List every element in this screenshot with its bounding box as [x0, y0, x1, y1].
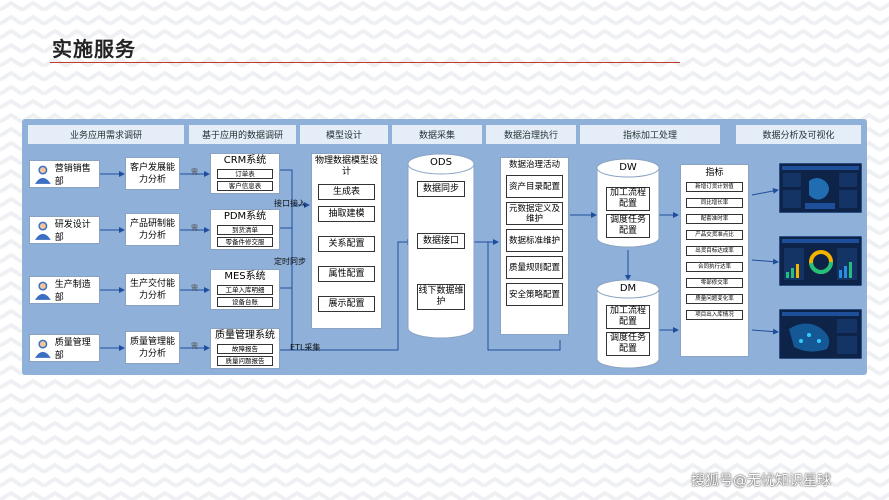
metric-item: 产品交货准点比 — [686, 230, 743, 240]
model-step: 关系配置 — [318, 236, 375, 252]
system-name: 质量管理系统 — [215, 330, 275, 341]
metric-item: 合同执行达率 — [686, 262, 743, 272]
department-rnd: 研发设计部 — [29, 216, 100, 244]
system-table: 订单表 — [217, 169, 273, 179]
governance-step: 安全策略配置 — [506, 283, 563, 306]
metric-item: 出货目标达成率 — [686, 246, 743, 256]
dw-item: 调度任务配置 — [606, 214, 650, 238]
system-pdm: PDM系统 到货清单 零备件修交服 — [210, 209, 280, 250]
capability-quality: 质量管理能力分析 — [125, 331, 180, 364]
dw-item: 加工流程配置 — [606, 187, 650, 211]
governance-step: 元数据定义及维护 — [506, 202, 563, 225]
column-header-1: 业务应用需求调研 — [28, 125, 184, 144]
department-label: 研发设计部 — [54, 220, 91, 243]
system-table: 客户信息表 — [217, 181, 273, 191]
column-header-2: 基于应用的数据调研 — [189, 125, 296, 144]
department-manufacturing: 生产制造部 — [29, 276, 100, 304]
user-icon — [34, 339, 51, 358]
system-table: 工单入库明细 — [217, 285, 273, 295]
capability-delivery: 生产交付能力分析 — [125, 273, 180, 306]
label-api: 接口接入 — [274, 199, 306, 208]
metric-item: 零部修交率 — [686, 278, 743, 288]
system-table: 零备件修交服 — [217, 237, 273, 247]
system-name: CRM系统 — [223, 155, 267, 166]
model-design-box: 物理数据模型设计 生成表 抽取建模 关系配置 属性配置 展示配置 — [311, 153, 382, 329]
model-step: 展示配置 — [318, 296, 375, 312]
dm-item: 加工流程配置 — [606, 305, 650, 329]
watermark: 搜狐号@无忧知识星球 — [691, 473, 831, 489]
system-crm: CRM系统 订单表 客户信息表 — [210, 153, 280, 194]
user-icon — [34, 221, 51, 240]
system-table: 故障报告 — [217, 344, 273, 354]
capability-customer: 客户发展能力分析 — [125, 157, 180, 190]
dashboard-thumbnail-3 — [779, 309, 862, 359]
dm-label: DM — [619, 283, 637, 294]
system-name: PDM系统 — [223, 211, 267, 222]
dm-item: 调度任务配置 — [606, 332, 650, 356]
capability-product: 产品研制能力分析 — [125, 213, 180, 246]
department-marketing: 营销销售部 — [29, 160, 100, 188]
model-step: 抽取建模 — [318, 206, 375, 222]
metric-item: 新增订货计划值 — [686, 182, 743, 192]
ods-item: 数据接口 — [417, 233, 465, 249]
model-step: 生成表 — [318, 184, 375, 200]
column-header-5: 数据治理执行 — [486, 125, 576, 144]
column-header-7: 数据分析及可视化 — [736, 125, 861, 144]
governance-step: 资产目录配置 — [506, 175, 563, 198]
label-etl: ETL采集 — [290, 343, 321, 352]
ods-item: 线下数据维护 — [417, 284, 465, 310]
tag-char: 需 — [191, 168, 198, 176]
column-header-3: 模型设计 — [300, 125, 388, 144]
metric-item: 配套准时率 — [686, 214, 743, 224]
ods-item: 数据同步 — [417, 181, 465, 197]
governance-box: 数据治理活动 资产目录配置 元数据定义及维护 数据标准维护 质量规则配置 安全策… — [500, 157, 569, 335]
tag-char: 需 — [191, 342, 198, 350]
label-sync: 定时同步 — [274, 257, 306, 266]
ods-label: ODS — [430, 157, 452, 168]
governance-heading: 数据治理活动 — [508, 160, 560, 170]
dashboard-thumbnail-1 — [779, 163, 862, 213]
column-header-6: 指标加工处理 — [580, 125, 720, 144]
system-name: MES系统 — [224, 271, 266, 282]
department-quality: 质量管理部 — [29, 334, 100, 362]
page-title: 实施服务 — [52, 37, 136, 61]
dashboard-thumbnail-2 — [779, 236, 862, 286]
metric-item: 质量问题变化率 — [686, 294, 743, 304]
system-mes: MES系统 工单入库明细 设备台账 — [210, 269, 280, 310]
metric-item: 项目出入库情况 — [686, 310, 743, 320]
governance-step: 数据标准维护 — [506, 229, 563, 252]
department-label: 质量管理部 — [54, 338, 91, 361]
metric-item: 同比增长率 — [686, 198, 743, 208]
tag-char: 需 — [191, 284, 198, 292]
tag-char: 需 — [191, 224, 198, 232]
dw-label: DW — [619, 162, 637, 173]
user-icon — [34, 281, 51, 300]
department-label: 营销销售部 — [54, 164, 91, 187]
system-table: 质量问题报告 — [217, 356, 273, 366]
department-label: 生产制造部 — [54, 280, 91, 303]
system-quality: 质量管理系统 故障报告 质量问题报告 — [210, 328, 280, 369]
title-underline — [50, 62, 680, 63]
user-icon — [34, 165, 51, 184]
system-table: 设备台账 — [217, 297, 273, 307]
model-design-heading: 物理数据模型设计 — [314, 156, 378, 177]
governance-step: 质量规则配置 — [506, 256, 563, 279]
column-header-4: 数据采集 — [392, 125, 482, 144]
system-table: 到货清单 — [217, 225, 273, 235]
metrics-heading: 指标 — [705, 168, 724, 178]
model-step: 属性配置 — [318, 266, 375, 282]
metrics-box: 指标 新增订货计划值 同比增长率 配套准时率 产品交货准点比 出货目标达成率 合… — [680, 164, 749, 357]
